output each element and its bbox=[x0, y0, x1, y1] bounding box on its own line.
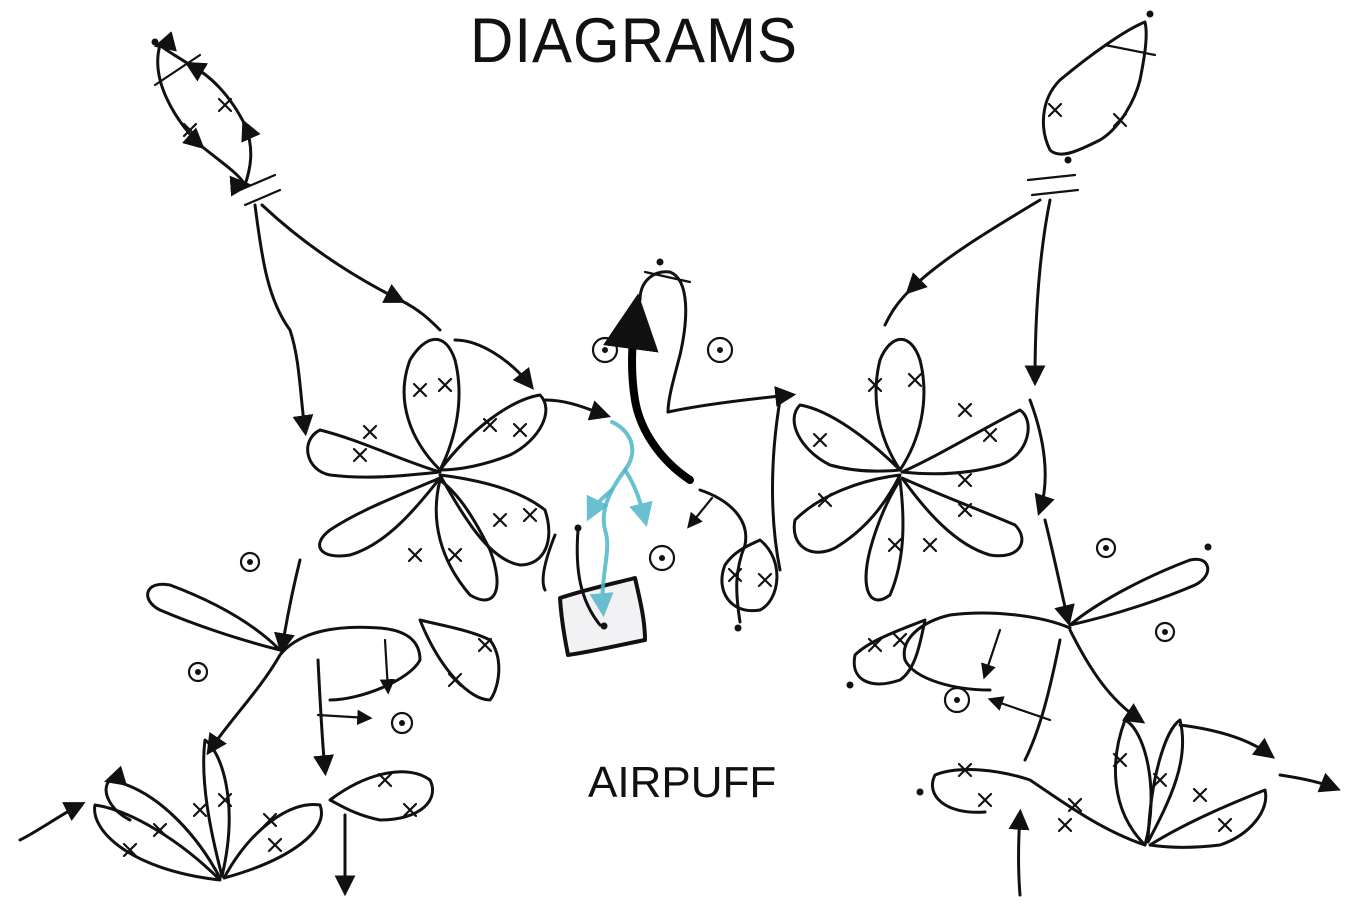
stitch-cross bbox=[957, 472, 973, 488]
stitch-cross bbox=[957, 502, 973, 518]
stitch-cross bbox=[447, 547, 463, 563]
stitch-cross bbox=[1112, 112, 1128, 128]
stitch-cross bbox=[1047, 102, 1063, 118]
left-flower bbox=[306, 337, 611, 602]
stitch-cross bbox=[217, 792, 233, 808]
stitch-cross bbox=[1152, 772, 1168, 788]
stitch-cross bbox=[907, 372, 923, 388]
stitch-cross bbox=[1112, 752, 1128, 768]
stitch-cross bbox=[977, 792, 993, 808]
ring-marker bbox=[1095, 537, 1117, 559]
stitch-cross bbox=[867, 637, 883, 653]
stitch-cross bbox=[377, 772, 393, 788]
stitch-cross bbox=[1067, 797, 1083, 813]
stitch-cross bbox=[402, 802, 418, 818]
stitch-cross bbox=[1217, 817, 1233, 833]
stitch-cross bbox=[362, 424, 378, 440]
ring-marker bbox=[943, 686, 971, 714]
stitch-cross bbox=[412, 382, 428, 398]
stitch-cross bbox=[817, 492, 833, 508]
diagram-title: DIAGRAMS bbox=[470, 5, 799, 76]
diagram-label: AIRPUFF bbox=[588, 758, 777, 807]
stitch-cross bbox=[957, 762, 973, 778]
stitch-cross bbox=[447, 672, 463, 688]
right-flower-3 bbox=[931, 718, 1341, 897]
stitch-cross bbox=[352, 447, 368, 463]
stitch-cross bbox=[407, 547, 423, 563]
stitch-cross bbox=[262, 812, 278, 828]
ring-marker bbox=[239, 551, 261, 573]
left-flower-2 bbox=[146, 558, 501, 777]
stitch-cross bbox=[757, 572, 773, 588]
ring-marker bbox=[591, 336, 619, 364]
stitch-cross bbox=[982, 427, 998, 443]
center-motif bbox=[541, 258, 797, 657]
stitch-cross bbox=[1057, 817, 1073, 833]
stitch-cross bbox=[727, 567, 743, 583]
left-wing bbox=[18, 38, 611, 897]
right-flower-2 bbox=[852, 518, 1209, 762]
stitch-cross bbox=[922, 537, 938, 553]
right-top-petal bbox=[1041, 20, 1148, 156]
stitch-cross bbox=[482, 417, 498, 433]
ring-marker bbox=[187, 661, 209, 683]
stitch-cross bbox=[437, 377, 453, 393]
stitch-crosses bbox=[122, 97, 1233, 858]
stitch-cross bbox=[492, 512, 508, 528]
stitch-cross bbox=[477, 637, 493, 653]
ring-marker bbox=[390, 711, 414, 735]
dot bbox=[151, 38, 159, 46]
right-wing bbox=[771, 10, 1341, 897]
left-top-petal bbox=[156, 43, 251, 185]
stitch-cross bbox=[152, 822, 168, 838]
stitch-cross bbox=[182, 122, 198, 138]
stitch-cross bbox=[522, 507, 538, 523]
stitch-cross bbox=[957, 402, 973, 418]
ring-marker bbox=[706, 336, 734, 364]
stitch-mark bbox=[153, 53, 202, 87]
stitch-cross bbox=[887, 537, 903, 553]
stitch-cross bbox=[512, 422, 528, 438]
stitch-cross bbox=[122, 842, 138, 858]
left-flower-3 bbox=[18, 738, 434, 897]
ring-marker bbox=[648, 544, 676, 572]
stitch-cross bbox=[217, 97, 233, 113]
stitch-cross bbox=[812, 432, 828, 448]
ring-marker bbox=[1154, 621, 1176, 643]
right-flower bbox=[771, 337, 1055, 602]
stitch-cross bbox=[867, 377, 883, 393]
stitch-cross bbox=[892, 632, 908, 648]
stitch-cross bbox=[192, 802, 208, 818]
stitch-cross bbox=[267, 837, 283, 853]
stitch-cross bbox=[1192, 787, 1208, 803]
stitch-mark bbox=[238, 173, 282, 207]
